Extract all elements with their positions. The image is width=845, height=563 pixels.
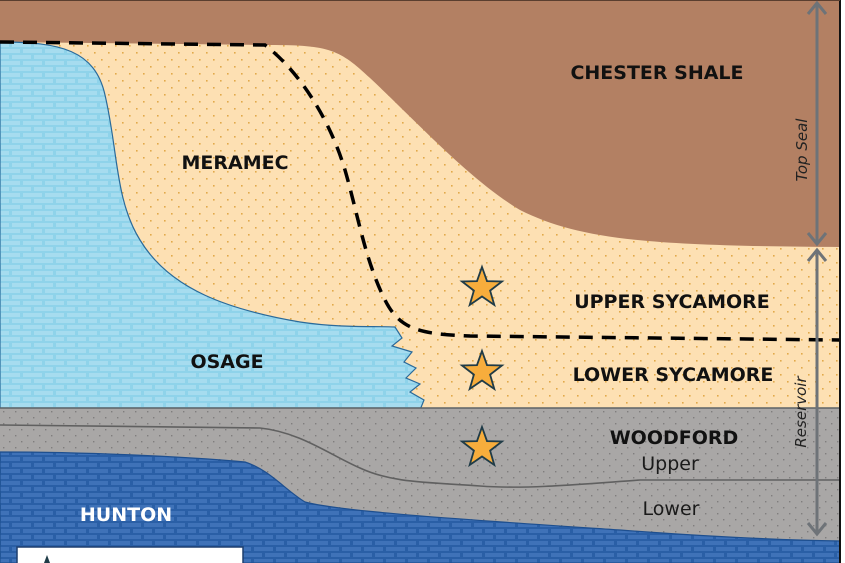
osage-label: OSAGE [190, 351, 263, 373]
woodford-lower-label: Lower [643, 498, 700, 520]
upper-lower-woodford-boundary [0, 424, 840, 488]
reservoir-label: Reservoir [792, 376, 810, 448]
hunton-label: HUNTON [80, 504, 172, 526]
reservoir-arrow [806, 247, 828, 537]
woodford-star-icon [459, 424, 505, 468]
lower-sycamore-star-icon [459, 348, 505, 392]
meramec-label: MERAMEC [181, 152, 288, 174]
legend-box [16, 546, 244, 563]
upper-sycamore-star-icon [459, 264, 505, 308]
chester-shale-label: CHESTER SHALE [570, 62, 743, 84]
osage-layer [0, 41, 425, 411]
sycamore-meramec-boundary [0, 40, 841, 342]
legend-star-icon [44, 555, 50, 563]
target-stars [459, 264, 505, 468]
top-seal-arrow [806, 0, 828, 247]
woodford-upper-label: Upper [641, 453, 699, 475]
upper-sycamore-label: UPPER SYCAMORE [574, 291, 770, 313]
hunton-layer [0, 451, 841, 563]
lower-sycamore-label: LOWER SYCAMORE [573, 364, 774, 386]
top-seal-label: Top Seal [793, 118, 811, 182]
woodford-label: WOODFORD [610, 427, 739, 449]
